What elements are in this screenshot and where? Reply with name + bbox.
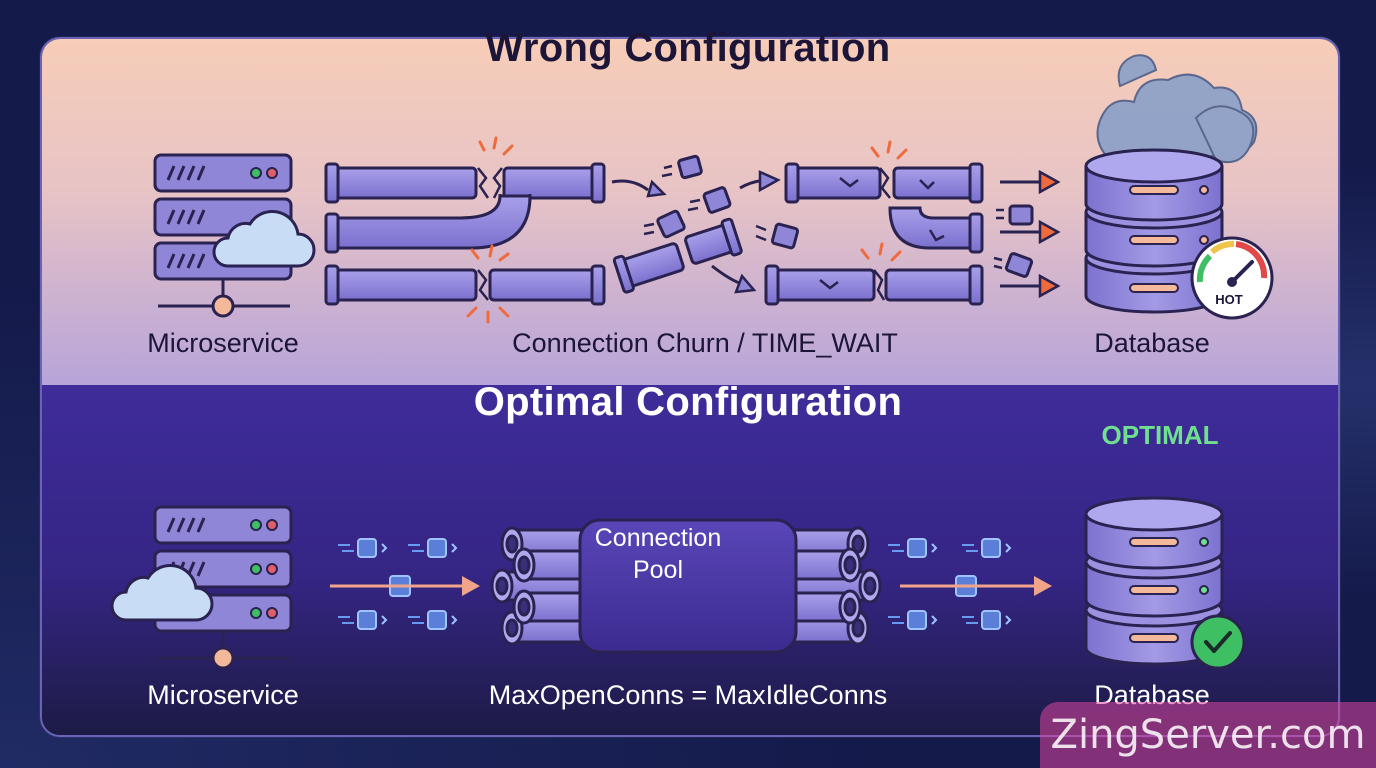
crack-marks: [477, 167, 945, 301]
pool-label-line1: Connection: [594, 524, 722, 552]
gauge-icon: [1190, 236, 1274, 320]
cloud-icon: [212, 210, 316, 268]
database-icon: [1084, 148, 1224, 314]
top-microservice-label: Microservice: [147, 328, 299, 358]
connection-pool-icon: [490, 518, 882, 654]
gauge-label: HOT: [1215, 292, 1243, 307]
optimal-config-title: Optimal Configuration: [473, 380, 903, 424]
watermark: ZingServer.com: [1040, 702, 1376, 768]
arrowheads-red: [1038, 169, 1061, 299]
wrong-config-title: Wrong Configuration: [485, 26, 891, 70]
check-icon: [1190, 614, 1246, 670]
top-database-label: Database: [1094, 328, 1210, 358]
max-conns-label: MaxOpenConns = MaxIdleConns: [488, 680, 888, 710]
database-icon: [1084, 496, 1224, 666]
optimal-status-tag: OPTIMAL: [1101, 420, 1219, 450]
arrowheads: [646, 170, 781, 294]
cloud-icon: [110, 564, 214, 622]
connection-churn-label: Connection Churn / TIME_WAIT: [512, 328, 898, 358]
bottom-microservice-label: Microservice: [147, 680, 299, 710]
arrow-icon: [330, 576, 1052, 596]
pool-label-line2: Pool: [632, 556, 684, 584]
connection-pool-label: Connection Pool: [560, 522, 756, 586]
packet-icon: [656, 154, 1034, 278]
motion-lines: [643, 164, 1004, 270]
broken-pipe-icon: [324, 162, 984, 306]
spark-icon: [466, 136, 908, 324]
